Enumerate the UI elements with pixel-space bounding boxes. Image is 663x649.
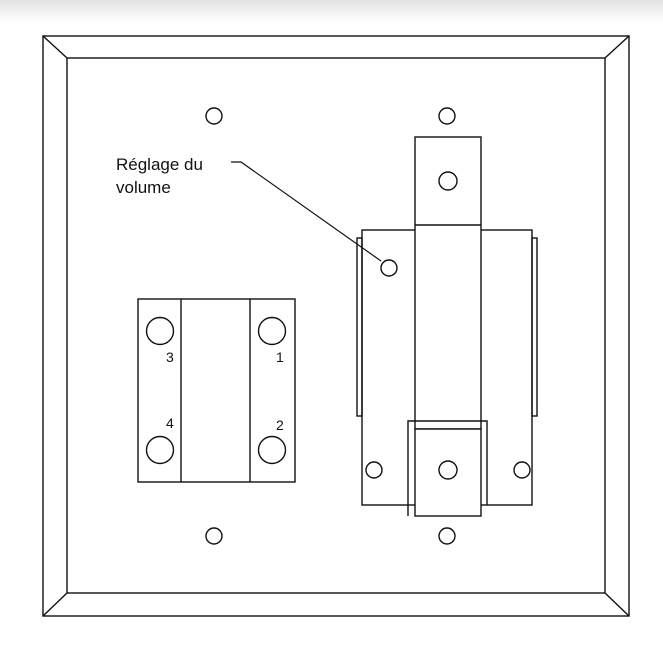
volume-control-assembly	[356, 136, 538, 517]
bevel-corner-tr	[604, 35, 630, 59]
bevel-corner-tl	[42, 35, 68, 59]
callout-label-line1: Réglage du	[116, 155, 203, 174]
plate-outer-edge	[42, 35, 630, 617]
assembly-screw-right	[513, 461, 531, 479]
mount-hole-bottom-right	[438, 527, 456, 545]
terminal-screw-4	[145, 435, 175, 465]
assembly-screw-left	[365, 461, 383, 479]
strap-screw-top	[438, 171, 458, 191]
terminal-label-1: 1	[276, 349, 284, 365]
plate-inner-edge	[66, 57, 606, 594]
terminal-label-4: 4	[166, 415, 174, 431]
terminal-screw-2	[257, 435, 287, 465]
center-strap	[414, 136, 482, 430]
strap-screw-bottom	[438, 460, 458, 480]
top-shadow	[0, 0, 663, 22]
bevel-corner-bl	[42, 592, 68, 617]
mount-hole-bottom-left	[205, 527, 223, 545]
callout-label-line2: volume	[116, 178, 171, 197]
terminal-screw-1	[257, 316, 287, 346]
mount-hole-top-left	[205, 107, 223, 125]
terminal-block-body	[137, 298, 296, 483]
terminal-label-2: 2	[276, 417, 284, 433]
terminal-block	[137, 298, 296, 483]
volume-adjust-knob[interactable]	[380, 259, 398, 277]
mount-hole-top-right	[438, 107, 456, 125]
callout-leader-line	[231, 161, 382, 262]
terminal-screw-3	[145, 316, 175, 346]
lower-strap-shadow	[407, 420, 488, 516]
lower-strap	[414, 428, 482, 517]
assembly-side-fin-right	[531, 237, 538, 417]
assembly-side-fin-left	[356, 237, 363, 417]
bevel-corner-br	[604, 592, 630, 617]
terminal-label-3: 3	[166, 349, 174, 365]
